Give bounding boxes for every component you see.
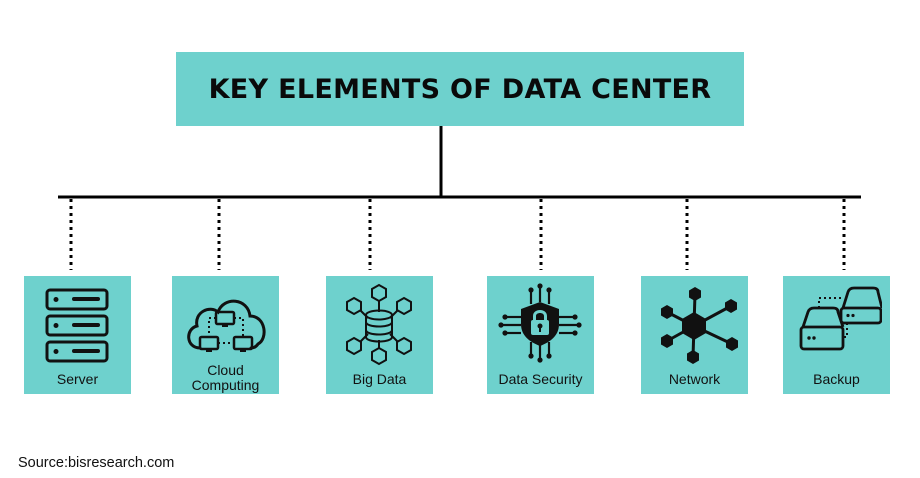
server-rack-icon (45, 288, 109, 363)
card-network: Network (641, 276, 748, 394)
card-server: Server (24, 276, 131, 394)
card-label: Backup (813, 371, 860, 387)
diagram-title: KEY ELEMENTS OF DATA CENTER (208, 73, 712, 105)
card-label: Network (668, 371, 721, 387)
card-backup: Backup (783, 276, 890, 394)
hexagon-network-icon (661, 287, 738, 364)
cloud-network-icon (187, 299, 266, 352)
card-cloud-computing: Cloud Computing (172, 276, 279, 394)
source-citation: Source:bisresearch.com (18, 455, 175, 471)
title-box: KEY ELEMENTS OF DATA CENTER (176, 52, 744, 126)
card-label: Big Data (352, 371, 407, 387)
card-label: Data Security (498, 371, 583, 387)
database-nodes-icon (346, 283, 412, 366)
card-big-data: Big Data (326, 276, 433, 394)
card-label: Server (56, 371, 99, 387)
card-label: Cloud Computing (191, 362, 260, 393)
card-data-security: Data Security (487, 276, 594, 394)
shield-lock-icon (498, 283, 582, 363)
hard-drive-backup-icon (799, 286, 882, 351)
